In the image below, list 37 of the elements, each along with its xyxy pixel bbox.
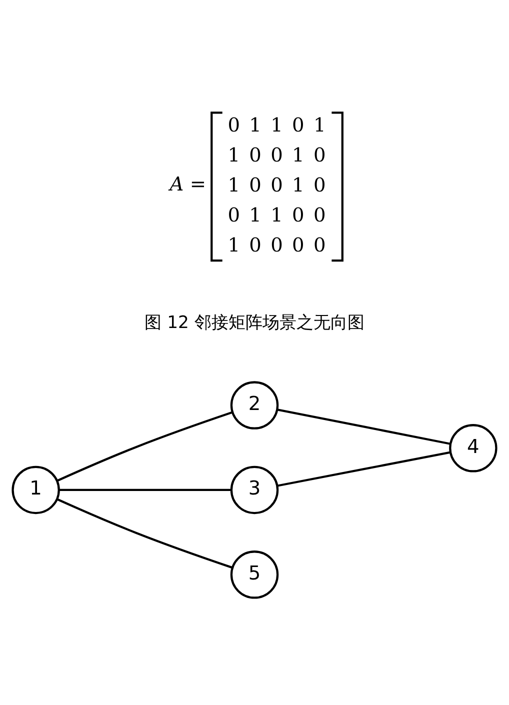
label: 1: [249, 203, 262, 226]
label: 0: [249, 233, 262, 256]
label: 0: [270, 233, 283, 256]
label: A =: [170, 172, 206, 196]
label: 1: [270, 113, 283, 136]
connector: [56, 411, 233, 482]
label: 0: [292, 113, 304, 136]
label: 0: [228, 203, 240, 226]
label: 1: [228, 173, 240, 196]
label: 1: [313, 113, 326, 136]
node-circle: 4: [449, 424, 498, 472]
label: 0: [249, 173, 262, 196]
label: 1: [292, 143, 304, 166]
label: 1: [249, 113, 262, 136]
label: 0: [292, 203, 304, 226]
node-circle: 1: [12, 466, 60, 514]
connector: [277, 451, 451, 487]
label: 0: [292, 233, 304, 256]
label: 1: [228, 143, 240, 166]
label: 0: [313, 173, 326, 196]
label: 0: [228, 113, 240, 136]
node-circle: 2: [230, 381, 279, 430]
label: 0: [313, 143, 326, 166]
label: 1: [228, 233, 240, 256]
label: 1: [292, 173, 304, 196]
node-circle: 5: [230, 550, 279, 599]
label: 0: [313, 203, 326, 226]
connector: [56, 498, 233, 569]
connector: [59, 488, 232, 492]
node-circle: 3: [230, 466, 279, 514]
connector: [277, 408, 451, 445]
label: 0: [270, 173, 283, 196]
label: 1: [270, 203, 283, 226]
label: 图 12 邻接矩阵场景之无向图: [144, 312, 364, 333]
label: 0: [270, 143, 283, 166]
label: 0: [313, 233, 326, 256]
label: 0: [249, 143, 262, 166]
